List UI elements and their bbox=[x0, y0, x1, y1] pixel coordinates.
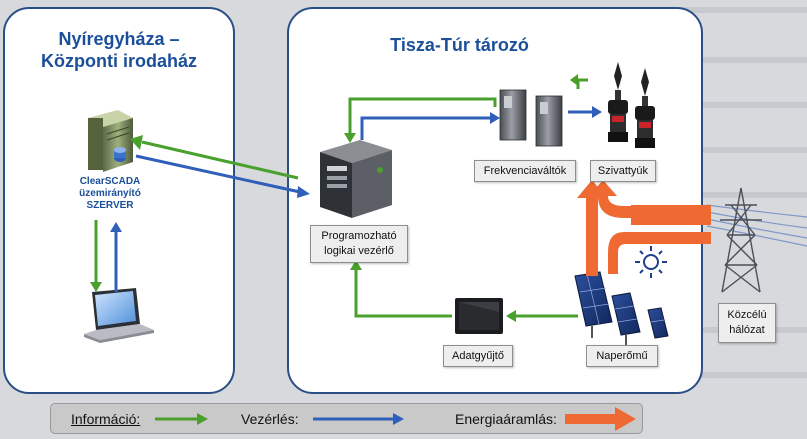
grid-label: Közcélú hálózat bbox=[718, 303, 776, 343]
legend-energy-arrow bbox=[565, 407, 636, 431]
legend-control-label: Vezérlés: bbox=[241, 411, 299, 427]
grid-wires bbox=[706, 204, 807, 247]
right-panel-title: Tisza-Túr tározó bbox=[390, 35, 529, 55]
legend: Információ: Vezérlés: Energiaáramlás: bbox=[50, 403, 643, 434]
legend-information-label: Információ: bbox=[71, 411, 141, 427]
solar-panel-icon bbox=[574, 271, 669, 346]
left-panel-title: Nyíregyháza – Központi irodaház bbox=[41, 29, 197, 71]
pumps-label: Szivattyúk bbox=[590, 160, 656, 182]
legend-information-arrow bbox=[155, 413, 208, 425]
laptop-icon bbox=[84, 288, 154, 343]
power-pylon-icon bbox=[720, 187, 762, 293]
data-logger-icon bbox=[455, 298, 503, 334]
sun-icon bbox=[635, 246, 667, 278]
pump-icon bbox=[608, 62, 655, 148]
server-icon bbox=[88, 110, 133, 172]
information-flow-arrows bbox=[90, 74, 588, 322]
control-flow-arrows bbox=[110, 106, 602, 292]
solar-label: Naperőmű bbox=[586, 345, 658, 367]
server-label: ClearSCADA üzemirányító SZERVER bbox=[79, 176, 141, 211]
legend-energy-label: Energiaáramlás: bbox=[455, 411, 557, 427]
datalogger-label: Adatgyűjtő bbox=[443, 345, 513, 367]
frequency-inverter-icon bbox=[499, 89, 563, 147]
energy-flow-arrows bbox=[577, 180, 711, 276]
plc-icon bbox=[320, 140, 392, 218]
legend-control-arrow bbox=[313, 413, 404, 425]
inverters-label: Frekvenciaváltók bbox=[474, 160, 576, 182]
plc-label: Programozható logikai vezérlő bbox=[310, 225, 408, 263]
